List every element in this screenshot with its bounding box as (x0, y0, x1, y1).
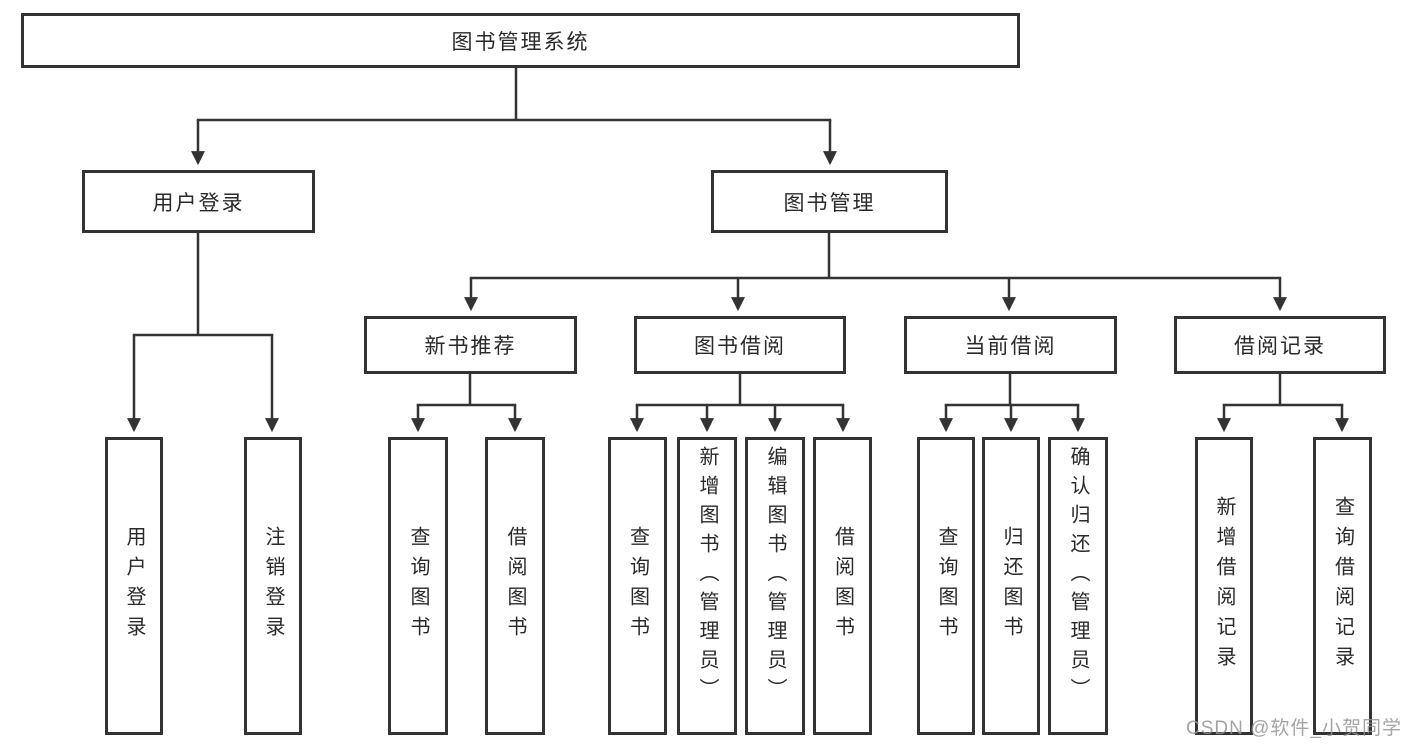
leaf-borrow-books-2: 借阅图书 (813, 437, 872, 735)
leaf-logout-label: 注销登录 (262, 526, 284, 646)
node-current-borrow: 当前借阅 (904, 316, 1117, 374)
node-borrow-record-label: 借阅记录 (1234, 335, 1326, 358)
leaf-add-borrow-record-label: 新增借阅记录 (1213, 496, 1235, 676)
node-current-borrow-label: 当前借阅 (964, 335, 1057, 358)
leaf-return-book-label: 归还图书 (1000, 526, 1022, 646)
node-book-management: 图书管理 (711, 170, 948, 233)
node-book-borrow: 图书借阅 (634, 316, 846, 374)
leaf-query-borrow-record-label: 查询借阅记录 (1331, 496, 1354, 676)
leaf-confirm-return-admin: 确认归还（管理员） (1048, 437, 1108, 735)
connector-current-borrow-children (939, 374, 1085, 433)
node-book-management-label: 图书管理 (783, 191, 876, 215)
leaf-edit-book-admin-label: 编辑图书（管理员） (764, 446, 786, 707)
connector-borrow-record-children (1217, 374, 1349, 433)
node-book-borrow-label: 图书借阅 (694, 335, 786, 358)
leaf-query-borrow-record: 查询借阅记录 (1313, 437, 1372, 735)
connector-new-book-children (411, 374, 522, 433)
leaf-query-books-1-label: 查询图书 (407, 526, 429, 646)
leaf-query-books-1: 查询图书 (388, 437, 448, 735)
node-new-book-recommend: 新书推荐 (364, 316, 577, 374)
leaf-edit-book-admin: 编辑图书（管理员） (745, 437, 805, 735)
node-user-login-label: 用户登录 (152, 191, 245, 215)
node-root: 图书管理系统 (21, 13, 1020, 68)
leaf-borrow-books-2-label: 借阅图书 (831, 526, 854, 646)
leaf-user-login: 用户登录 (105, 437, 163, 735)
leaf-query-books-3-label: 查询图书 (935, 526, 957, 646)
node-new-book-recommend-label: 新书推荐 (424, 335, 517, 358)
connector-book-mgmt-children (464, 233, 1287, 312)
leaf-borrow-books-1: 借阅图书 (485, 437, 545, 735)
leaf-logout: 注销登录 (244, 437, 302, 735)
connector-root-to-level2 (191, 68, 837, 166)
leaf-query-books-3: 查询图书 (917, 437, 975, 735)
leaf-return-book: 归还图书 (982, 437, 1040, 735)
node-root-label: 图书管理系统 (451, 30, 590, 54)
leaf-borrow-books-1-label: 借阅图书 (504, 526, 526, 646)
node-borrow-record: 借阅记录 (1174, 316, 1386, 374)
connector-book-borrow-children (630, 374, 850, 433)
csdn-watermark: CSDN @软件_小贺同学 (1186, 718, 1402, 739)
node-user-login: 用户登录 (82, 170, 315, 233)
leaf-add-book-admin: 新增图书（管理员） (677, 437, 737, 735)
leaf-add-borrow-record: 新增借阅记录 (1195, 437, 1253, 735)
leaf-query-books-2: 查询图书 (608, 437, 667, 735)
leaf-query-books-2-label: 查询图书 (626, 526, 649, 646)
leaf-confirm-return-admin-label: 确认归还（管理员） (1067, 446, 1089, 707)
leaf-add-book-admin-label: 新增图书（管理员） (696, 446, 718, 707)
connector-user-login-children (127, 233, 279, 433)
leaf-user-login-label: 用户登录 (123, 526, 145, 646)
